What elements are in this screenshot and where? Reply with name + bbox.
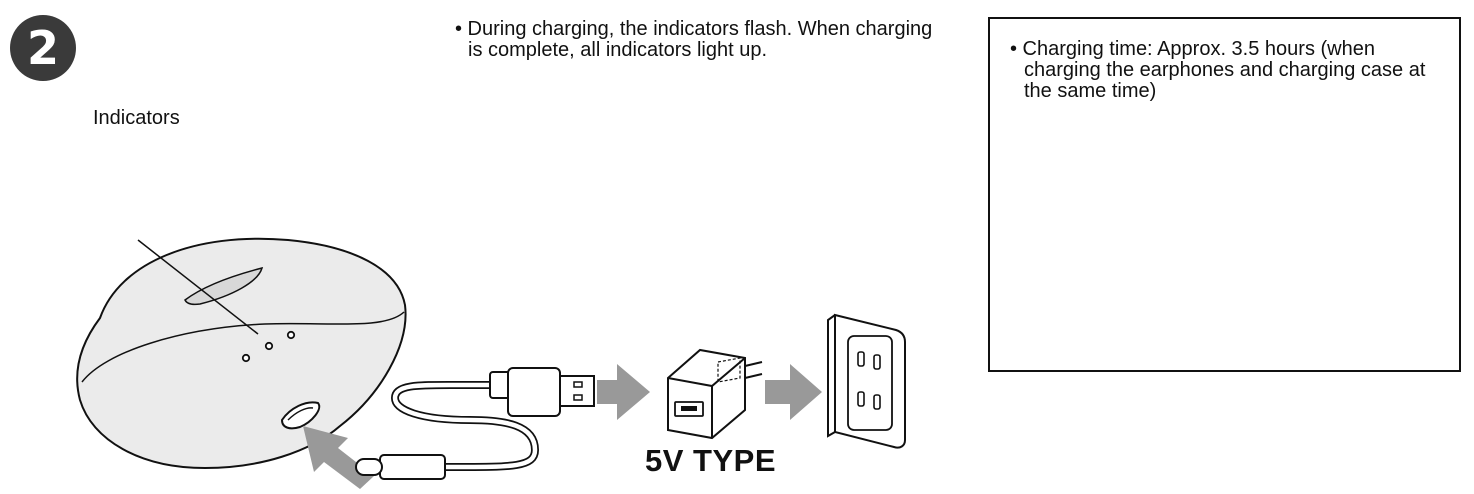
note-line-1: • Charging time: Approx. 3.5 hours (when (1010, 38, 1375, 60)
usb-c-plug (355, 454, 446, 480)
step-number-badge: 2 (10, 15, 76, 81)
charging-case-illustration (76, 237, 407, 470)
step-number: 2 (26, 21, 59, 75)
usb-a-plug-housing (507, 367, 561, 417)
indicators-label: Indicators (93, 107, 180, 129)
usb-a-plug (489, 367, 595, 417)
arrow-into-case-icon (303, 426, 374, 489)
indicators-leader-line (137, 239, 259, 335)
indicator-light-2 (264, 341, 274, 351)
note-line-2: charging the earphones and charging case… (1024, 59, 1426, 81)
wall-outlet (827, 313, 906, 449)
instruction-line-1: • During charging, the indicators flash.… (455, 18, 933, 40)
usb-cable-inner (392, 382, 538, 470)
indicator-lights (241, 330, 296, 363)
charging-time-note-box: • Charging time: Approx. 3.5 hours (when… (988, 17, 1461, 372)
charger-type-label: 5V TYPE (645, 443, 776, 478)
usb-c-plug-tip (355, 458, 383, 476)
usb-c-port (280, 401, 321, 430)
charging-indicator-instruction: • During charging, the indicators flash.… (455, 19, 975, 61)
ac-adapter-prongs (744, 361, 763, 379)
usb-a-plug-connector (559, 375, 595, 407)
arrow-into-adapter-icon (597, 364, 650, 420)
indicator-light-1 (241, 353, 251, 363)
wall-outlet-face (847, 335, 893, 431)
charging-case-seam (81, 311, 405, 383)
ac-adapter (667, 348, 763, 440)
charging-time-note: • Charging time: Approx. 3.5 hours (when… (1010, 39, 1450, 102)
usb-c-plug-body (379, 454, 446, 480)
note-line-3: the same time) (1024, 80, 1157, 102)
charging-case-body (76, 237, 407, 470)
charging-case-lid-groove (184, 266, 264, 306)
instruction-line-2: is complete, all indicators light up. (468, 39, 768, 61)
indicator-light-3 (286, 330, 296, 340)
arrow-into-outlet-icon (765, 364, 822, 420)
ac-adapter-body (667, 348, 746, 440)
